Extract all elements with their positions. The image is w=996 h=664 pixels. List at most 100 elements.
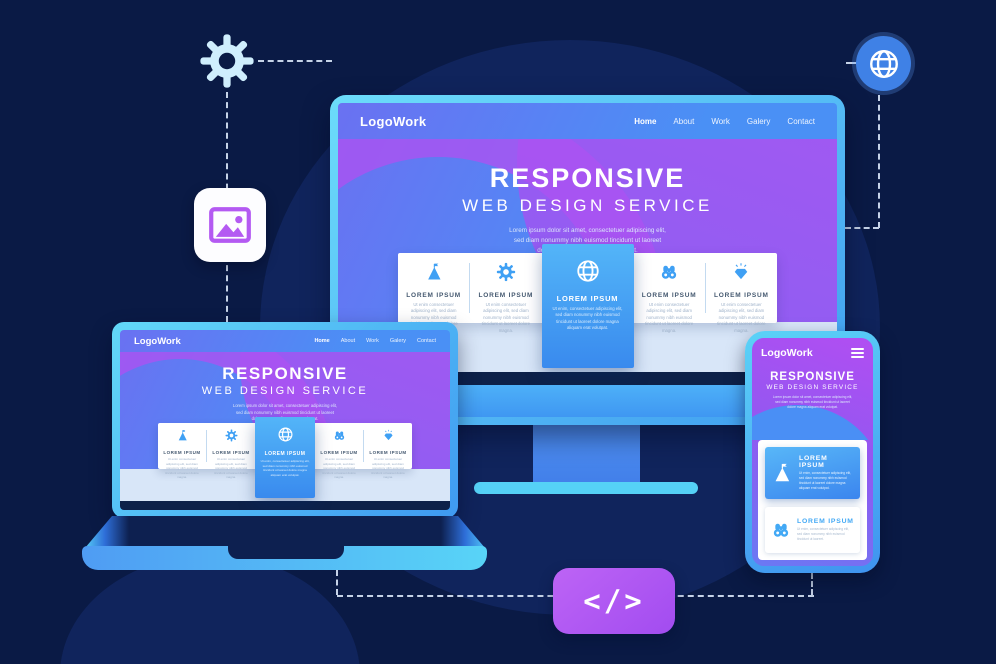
hero-section: RESPONSIVE WEB DESIGN SERVICE Lorem ipsu… xyxy=(338,139,837,322)
feature-card: LOREM IPSUM Ut enim consectetuer adipisc… xyxy=(398,253,469,333)
dashed-connector xyxy=(846,62,858,64)
code-icon-label: </> xyxy=(583,584,645,618)
card-title: LOREM IPSUM xyxy=(641,292,697,299)
site-logo: LogoWork xyxy=(360,113,427,129)
binoculars-icon xyxy=(659,262,679,282)
diamond-icon xyxy=(731,262,751,282)
card-title: LOREM IPSUM xyxy=(406,292,461,299)
card-body: Ut enim, consectetuer adipiscing elit, s… xyxy=(797,526,849,542)
hero-title: RESPONSIVE xyxy=(222,364,348,383)
card-title: LOREM IPSUM xyxy=(264,451,306,457)
image-icon xyxy=(194,188,266,262)
nav-item-work[interactable]: Work xyxy=(711,116,730,126)
monitor-stand-base xyxy=(474,482,698,494)
hero-subtitle: WEB DESIGN SERVICE xyxy=(462,196,713,215)
dashed-connector xyxy=(845,227,879,229)
desktop-site-header: LogoWork Home About Work Galery Contact xyxy=(338,103,837,139)
nav-item-galery[interactable]: Galery xyxy=(389,338,407,344)
feature-card: LOREM IPSUM Ut enim consectetuer adipisc… xyxy=(706,253,777,333)
feature-card: LOREM IPSUM Ut enim consectetuer adipisc… xyxy=(634,253,705,333)
card-title: LOREM IPSUM xyxy=(799,454,828,469)
feature-card: LOREM IPSUM Ut enim consectetuer adipisc… xyxy=(470,253,541,333)
globe-icon xyxy=(277,426,294,443)
card-body: Ut enim, consectetuer adipiscing elit, s… xyxy=(552,306,623,331)
nav-item-work[interactable]: Work xyxy=(366,338,379,344)
mountain-flag-icon xyxy=(771,462,793,484)
card-title: LOREM IPSUM xyxy=(212,450,250,455)
laptop-trackpad-notch xyxy=(228,546,344,559)
globe-icon xyxy=(856,36,911,91)
feature-card: LOREM IPSUM Ut enim consectetuer adipisc… xyxy=(158,423,206,479)
nav-item-contact[interactable]: Contact xyxy=(417,338,436,344)
card-divider xyxy=(704,263,706,313)
card-body: Ut enim consectetuer adipiscing elit, se… xyxy=(322,457,356,479)
phone-site-header: LogoWork xyxy=(752,338,873,363)
phone-website: LogoWork RESPONSIVE WEB DESIGN SERVICE L… xyxy=(752,338,873,566)
feature-card: LOREM IPSUM Ut enim consectetuer adipisc… xyxy=(207,423,255,479)
hero-section: RESPONSIVE WEB DESIGN SERVICE Lorem ipsu… xyxy=(752,363,873,440)
dashed-connector xyxy=(258,60,332,62)
card-title: LOREM IPSUM xyxy=(369,450,407,455)
feature-card-highlighted: LOREM IPSUM Ut enim, consectetuer adipis… xyxy=(541,244,634,368)
monitor-stand-neck xyxy=(533,424,640,484)
card-title: LOREM IPSUM xyxy=(320,450,358,455)
site-nav: Home About Work Galery Contact xyxy=(634,117,815,126)
site-footer-bar xyxy=(120,501,450,510)
gear-icon xyxy=(225,429,238,442)
hero-paragraph-line: dolore magna aliquam erat volutpat. xyxy=(787,405,838,410)
hero-paragraph-line: Lorem ipsum dolor sit amet, consectetuer… xyxy=(772,395,853,400)
hero-paragraph-line: Lorem ipsum dolor sit amet, consectetuer… xyxy=(232,403,338,408)
hero-paragraph-line: sed diam nonummy nibh euismod tincidunt … xyxy=(775,400,850,405)
phone: LogoWork RESPONSIVE WEB DESIGN SERVICE L… xyxy=(745,331,880,573)
card-body: Ut enim consectetuer adipiscing elit, se… xyxy=(371,457,405,479)
hero-paragraph: Lorem ipsum dolor sit amet, consectetuer… xyxy=(752,395,873,410)
card-body: Ut enim, consectetuer adipiscing elit, s… xyxy=(260,459,310,477)
nav-item-about[interactable]: About xyxy=(673,116,695,126)
card-body: Ut enim consectetuer adipiscing elit, se… xyxy=(481,302,530,333)
phone-content-panel: LOREM IPSUM Ut enim, consectetuer adipis… xyxy=(758,440,867,560)
nav-item-home[interactable]: Home xyxy=(634,116,657,126)
card-title: LOREM IPSUM xyxy=(163,450,201,455)
globe-icon xyxy=(575,258,601,284)
site-logo: LogoWork xyxy=(134,335,181,347)
dashed-connector xyxy=(811,573,813,595)
hero-paragraph-line: sed diam nonummy nibh euismod tincidunt … xyxy=(513,237,662,245)
laptop-keyboard-deck xyxy=(85,516,485,548)
site-logo: LogoWork xyxy=(761,346,813,359)
nav-item-home[interactable]: Home xyxy=(314,338,330,344)
diamond-icon xyxy=(382,429,395,442)
card-divider xyxy=(206,430,207,462)
site-nav: Home About Work Galery Contact xyxy=(314,338,436,344)
card-divider xyxy=(469,263,471,313)
card-title: LOREM IPSUM xyxy=(478,292,534,299)
card-body: Ut enim consectetuer adipiscing elit, se… xyxy=(214,457,248,479)
hero-subtitle: WEB DESIGN SERVICE xyxy=(766,384,859,392)
laptop-site-header: LogoWork Home About Work Galery Contact xyxy=(120,330,450,352)
card-title: LOREM IPSUM xyxy=(714,292,769,299)
mountain-flag-icon xyxy=(176,429,189,442)
nav-item-contact[interactable]: Contact xyxy=(787,116,815,126)
card-body: Ut enim consectetuer adipiscing elit, se… xyxy=(165,457,199,479)
feature-card-highlighted: LOREM IPSUM Ut enim, consectetuer adipis… xyxy=(255,417,315,498)
feature-card: LOREM IPSUM Ut enim consectetuer adipisc… xyxy=(315,423,363,479)
laptop: LogoWork Home About Work Galery Contact … xyxy=(112,322,458,518)
hero-title: RESPONSIVE xyxy=(489,163,686,193)
feature-card: LOREM IPSUM Ut enim, consectetuer adipis… xyxy=(765,507,860,553)
hero-title: RESPONSIVE xyxy=(770,371,855,384)
site-footer-bar xyxy=(338,372,837,385)
gear-icon xyxy=(198,32,256,90)
feature-card: LOREM IPSUM Ut enim consectetuer adipisc… xyxy=(364,423,412,479)
hero-subtitle: WEB DESIGN SERVICE xyxy=(201,385,369,397)
hamburger-menu-icon[interactable] xyxy=(851,347,864,358)
mountain-flag-icon xyxy=(424,262,444,282)
nav-item-about[interactable]: About xyxy=(340,338,356,344)
dashed-connector xyxy=(336,570,338,595)
nav-item-galery[interactable]: Galery xyxy=(746,116,771,126)
feature-card-highlighted: LOREM IPSUM Ut enim, consectetuer adipis… xyxy=(765,447,860,499)
binoculars-icon xyxy=(771,520,791,540)
card-body: Ut enim, consectetuer adipiscing elit, s… xyxy=(799,470,851,491)
hero-paragraph-line: Lorem ipsum dolor sit amet, consectetuer… xyxy=(509,227,666,234)
hero-paragraph-line: sed diam nonummy nibh euismod tincidunt … xyxy=(236,409,334,415)
background-blob xyxy=(60,555,360,664)
